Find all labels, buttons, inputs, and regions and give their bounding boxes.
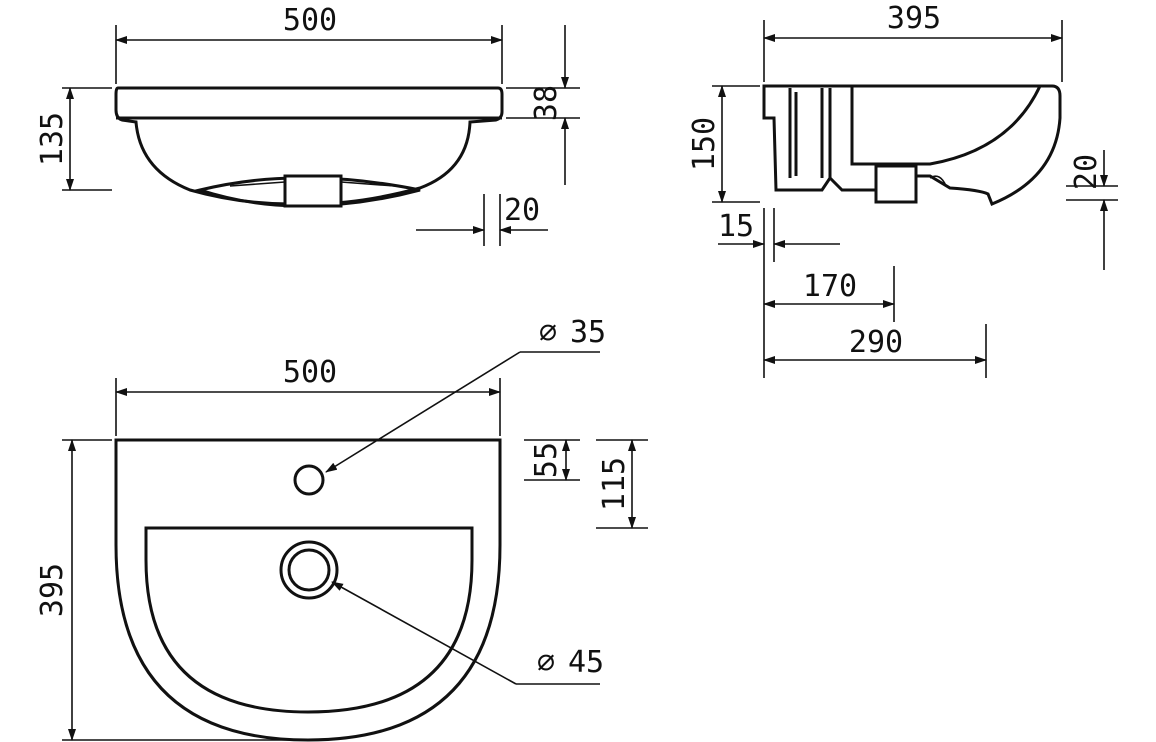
- top-width-label: 500: [283, 355, 337, 390]
- top-depth-label: 395: [35, 563, 70, 617]
- side-waste-outlet: [874, 164, 918, 204]
- waste-hole-diameter-symbol: ∅: [537, 645, 555, 680]
- front-foot: [194, 176, 421, 208]
- side-drain-label: 170: [803, 269, 857, 304]
- front-rim-label: 38: [529, 85, 564, 121]
- top-basin-offset-label: 115: [597, 457, 632, 511]
- top-basin-outline: [114, 438, 502, 742]
- top-bowl-outline: [144, 526, 474, 714]
- waste-hole-inner: [287, 548, 331, 592]
- waste-hole-label: 45: [568, 645, 604, 680]
- front-height-label: 135: [35, 112, 70, 166]
- side-overall-label: 290: [849, 325, 903, 360]
- top-tap-offset-label: 55: [529, 442, 564, 478]
- side-height-label: 150: [687, 117, 722, 171]
- tap-hole: [293, 464, 325, 496]
- tap-hole-diameter-symbol: ∅: [539, 315, 557, 350]
- top-view: 500 395 55 115 ∅ 35 ∅ 45: [35, 315, 648, 742]
- side-wall-label: 15: [718, 209, 754, 244]
- side-bowl-interior: [850, 85, 1042, 166]
- tap-hole-label: 35: [570, 315, 606, 350]
- side-depth-label: 395: [887, 1, 941, 36]
- front-offset-label: 20: [504, 193, 540, 228]
- side-step-label: 20: [1069, 154, 1104, 190]
- front-waste-outlet: [283, 174, 343, 208]
- front-width-label: 500: [283, 3, 337, 38]
- front-view: 500 135 38 20: [35, 3, 580, 246]
- side-view: 395 150 20 15 170 290: [687, 1, 1118, 378]
